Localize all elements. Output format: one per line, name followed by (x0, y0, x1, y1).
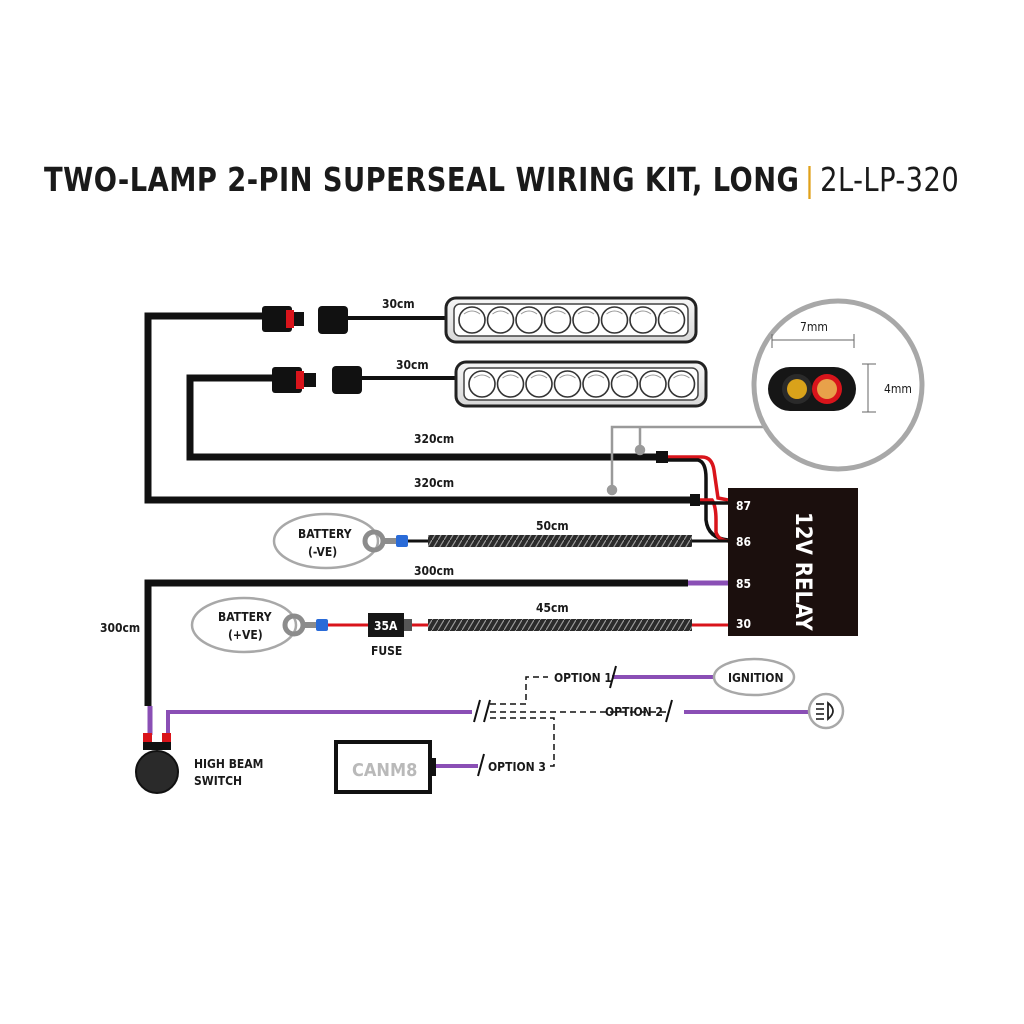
switch-line1: HIGH BEAM (194, 757, 263, 771)
lamp-lens-highlight (634, 310, 652, 315)
lamp-lens-highlight (587, 374, 605, 379)
wire-lamp2-harness (186, 374, 668, 461)
battery-neg-line2: (-VE) (308, 545, 337, 559)
lamp-lens-highlight (663, 310, 680, 315)
connector-mark-upper (656, 451, 668, 463)
title-main: TWO-LAMP 2-PIN SUPERSEAL WIRING KIT, LON… (44, 160, 800, 199)
braided-sleeve-pos (428, 619, 692, 631)
cable-cross-section: 7mm 4mm (751, 298, 925, 472)
canm8-module: CANM8 (334, 740, 436, 794)
relay-pin-86: 86 (736, 535, 751, 549)
battery-neg-lead-length: 50cm (536, 519, 569, 533)
battery-pos-line2: (+VE) (228, 628, 263, 642)
wire-purple-highbeam (166, 710, 472, 735)
option1-label: OPTION 1 (554, 671, 612, 685)
option3-label: OPTION 3 (488, 760, 546, 774)
wire-lamp1-harness (144, 312, 698, 504)
superseal-connector-lamp1 (262, 306, 348, 334)
relay-pin-30: 30 (736, 617, 751, 631)
battery-pos-lead-length: 45cm (536, 601, 569, 615)
black-wires (144, 312, 698, 706)
battery-neg-line1: BATTERY (298, 527, 352, 541)
switch-lead-length: 300cm (414, 564, 454, 578)
page-title: TWO-LAMP 2-PIN SUPERSEAL WIRING KIT, LON… (44, 160, 959, 199)
lamp-lens-highlight (616, 374, 633, 379)
ignition-label: IGNITION (728, 671, 784, 685)
switch-drop-length: 300cm (100, 621, 140, 635)
superseal-connector-lamp2 (272, 366, 362, 394)
relay-jumpers (668, 455, 729, 543)
lamp-bar-icon (454, 360, 708, 408)
lamp2-lead-length: 30cm (396, 358, 429, 372)
lamp-lens-highlight (492, 310, 509, 315)
fuse-rating: 35A (374, 619, 398, 633)
lamp-lens-highlight (606, 310, 623, 315)
braided-sleeve-neg (428, 535, 692, 547)
relay-pin-85: 85 (736, 577, 751, 591)
option-wiring: OPTION 1 OPTION 2 OPTION 3 IGNITION CANM… (147, 657, 845, 794)
fuse: 35A FUSE (368, 613, 412, 658)
cross-section-callout (606, 425, 782, 496)
relay-pin-87: 87 (736, 499, 751, 513)
option2-label: OPTION 2 (605, 705, 663, 719)
battery-positive: BATTERY (+VE) 35A FUSE (190, 596, 728, 658)
fuse-label: FUSE (371, 644, 402, 658)
relay: 12V RELAY 87 86 85 30 (728, 488, 858, 636)
lamp-lens-highlight (644, 374, 662, 379)
harness-lower-length: 320cm (414, 476, 454, 490)
lamp-lens-highlight (559, 374, 576, 379)
connector-mark-lower (690, 494, 700, 506)
lamp-bar-icon (444, 296, 698, 344)
ring-terminal-icon (282, 613, 328, 637)
lamp1-lead-length: 30cm (382, 297, 415, 311)
ring-terminal-icon (362, 529, 408, 553)
relay-label: 12V RELAY (790, 512, 815, 631)
title-code: 2L-LP-320 (820, 160, 960, 199)
switch-line2: SWITCH (194, 774, 242, 788)
battery-negative: BATTERY (-VE) (272, 512, 728, 570)
canm8-label: CANM8 (352, 760, 417, 781)
wire-switch-harness (144, 579, 688, 706)
lamp-lens-highlight (520, 310, 538, 315)
lamp-lens-highlight (473, 374, 491, 379)
lamp-lens-highlight (673, 374, 690, 379)
high-beam-icon (807, 692, 845, 730)
cable-width-label: 7mm (800, 320, 828, 334)
lamp-lens-highlight (502, 374, 519, 379)
lamp-lens-highlight (463, 310, 481, 315)
lamp-lens-highlight (577, 310, 595, 315)
switch-icon: HIGH BEAM SWITCH (135, 733, 263, 794)
lamp-lens-highlight (549, 310, 566, 315)
cable-height-label: 4mm (884, 382, 912, 396)
harness-upper-length: 320cm (414, 432, 454, 446)
title-separator: | (804, 160, 815, 199)
lamp-lens-highlight (530, 374, 548, 379)
battery-pos-line1: BATTERY (218, 610, 272, 624)
